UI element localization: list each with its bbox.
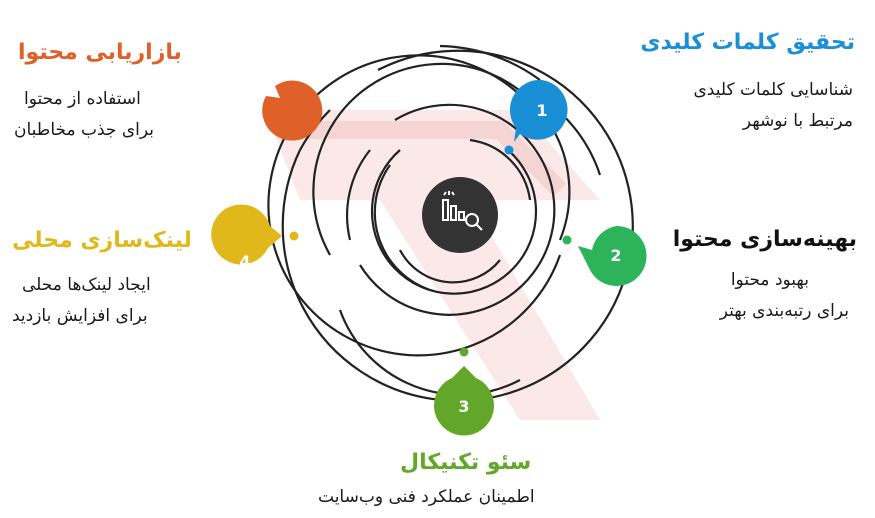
center-hub bbox=[422, 177, 498, 253]
orbit-rings bbox=[267, 44, 634, 402]
step-3-line-1: اطمینان عملکرد فنی وب‌سایت bbox=[318, 487, 535, 507]
step-1-line-2: مرتبط با نوشهر bbox=[742, 111, 853, 131]
svg-text:5: 5 bbox=[245, 60, 256, 79]
step-2-line-1: بهبود محتوا bbox=[730, 270, 809, 290]
step-bubble-1: 1 bbox=[509, 79, 568, 142]
seo-analytics-icon bbox=[442, 191, 483, 231]
step-bubble-3: 3 bbox=[434, 366, 494, 436]
step-4-line-2: برای افزایش بازدید bbox=[12, 306, 148, 326]
svg-text:1: 1 bbox=[536, 101, 547, 120]
dot-step-2 bbox=[562, 235, 572, 245]
step-5-line-2: برای جذب مخاطبان bbox=[14, 120, 154, 140]
step-5-line-1: استفاده از محتوا bbox=[24, 89, 141, 109]
step-3-title: سئو تکنیکال bbox=[400, 450, 532, 475]
step-bubble-5: 5 bbox=[245, 60, 323, 141]
watermark-logo bbox=[265, 110, 600, 420]
step-4-line-1: ایجاد لینک‌ها محلی bbox=[22, 275, 151, 295]
svg-text:2: 2 bbox=[610, 246, 621, 265]
svg-text:3: 3 bbox=[458, 397, 469, 416]
dot-step-3 bbox=[459, 347, 469, 357]
step-bubble-4: 4 bbox=[211, 204, 282, 271]
step-bubble-2: 2 bbox=[578, 225, 647, 286]
step-4-title: لینک‌سازی محلی bbox=[12, 228, 192, 253]
step-2-title: بهینه‌سازی محتوا bbox=[672, 227, 857, 252]
step-5-title: بازاریابی محتوا bbox=[18, 40, 182, 65]
dot-step-4 bbox=[289, 231, 299, 241]
dot-step-1 bbox=[504, 145, 514, 155]
svg-text:4: 4 bbox=[239, 252, 250, 271]
step-2-line-2: برای رتبه‌بندی بهتر bbox=[719, 301, 849, 321]
step-1-line-1: شناسایی کلمات کلیدی bbox=[693, 80, 854, 100]
step-1-title: تحقیق کلمات کلیدی bbox=[640, 30, 855, 55]
